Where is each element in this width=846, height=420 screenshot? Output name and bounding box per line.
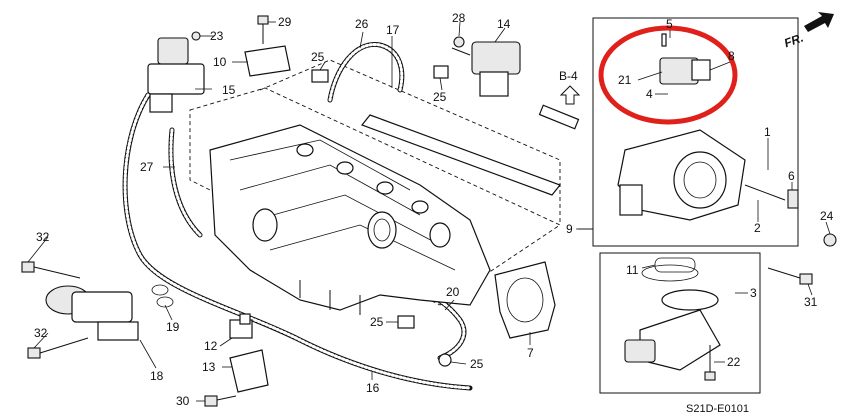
callout-17: 17 bbox=[386, 23, 400, 37]
iac-valve bbox=[45, 285, 139, 341]
breather-hose bbox=[327, 42, 405, 103]
callout-18: 18 bbox=[150, 369, 164, 383]
bolt-32b bbox=[27, 337, 89, 359]
callout-22: 22 bbox=[727, 355, 741, 369]
callout-24: 24 bbox=[820, 209, 834, 223]
bolt-28 bbox=[453, 36, 465, 48]
view-arrow-icon bbox=[559, 85, 581, 105]
bolt-22 bbox=[704, 345, 716, 381]
callout-4: 4 bbox=[646, 87, 653, 101]
callout-8: 8 bbox=[728, 49, 735, 63]
callout-23: 23 bbox=[210, 29, 224, 43]
callout-1: 1 bbox=[764, 125, 771, 139]
callout-16: 16 bbox=[366, 381, 380, 395]
callout-26: 26 bbox=[355, 17, 369, 31]
callout-19: 19 bbox=[166, 320, 180, 334]
intake-manifold bbox=[209, 124, 491, 315]
callout-31: 31 bbox=[804, 295, 818, 309]
iac-group-frame bbox=[599, 252, 761, 394]
bolt-31 bbox=[767, 267, 813, 285]
callout-25d: 25 bbox=[470, 357, 484, 371]
front-arrow-icon bbox=[804, 12, 834, 32]
nut-24 bbox=[823, 233, 837, 247]
callout-14: 14 bbox=[497, 17, 511, 31]
callout-21: 21 bbox=[618, 73, 632, 87]
highlight-ellipse bbox=[598, 25, 738, 125]
callout-27: 27 bbox=[140, 160, 154, 174]
leader-lines bbox=[27, 21, 831, 402]
callout-20: 20 bbox=[446, 285, 460, 299]
callout-3: 3 bbox=[750, 286, 757, 300]
callout-9: 9 bbox=[566, 222, 573, 236]
callout-25c: 25 bbox=[370, 315, 384, 329]
callout-15: 15 bbox=[222, 83, 236, 97]
bolt-23 bbox=[191, 31, 201, 41]
bolt-29 bbox=[257, 15, 269, 44]
callout-6: 6 bbox=[788, 169, 795, 183]
clip-25d bbox=[438, 353, 452, 367]
callout-7: 7 bbox=[527, 346, 534, 360]
throttle-body bbox=[617, 129, 786, 221]
tp-sensor bbox=[659, 33, 711, 85]
callout-10: 10 bbox=[213, 55, 227, 69]
bracket-10 bbox=[244, 45, 291, 77]
callout-28: 28 bbox=[452, 11, 466, 25]
callout-30: 30 bbox=[176, 394, 190, 408]
bracket-12 bbox=[229, 313, 253, 339]
fuel-rail bbox=[361, 104, 580, 196]
throttle-gasket bbox=[494, 261, 556, 339]
bolt-32a bbox=[21, 261, 81, 279]
iac-body bbox=[624, 264, 721, 371]
clip-25b bbox=[433, 65, 449, 79]
lower-boundary bbox=[189, 87, 561, 306]
callout-13: 13 bbox=[202, 360, 216, 374]
clip-25a bbox=[311, 69, 329, 83]
callout-32b: 32 bbox=[34, 326, 48, 340]
clip-25c bbox=[397, 315, 415, 329]
callout-11: 11 bbox=[626, 263, 639, 277]
front-label: FR. bbox=[782, 31, 805, 51]
callout-25b: 25 bbox=[433, 90, 447, 104]
egr-control-valve bbox=[147, 37, 205, 113]
throttle-group-frame bbox=[592, 17, 799, 247]
o-ring-19 bbox=[151, 284, 174, 308]
upper-boundary bbox=[259, 59, 561, 225]
diagram-code: S21D-E0101 bbox=[686, 403, 749, 415]
bolt-30 bbox=[204, 395, 237, 407]
sensor-6 bbox=[787, 189, 799, 209]
callout-5: 5 bbox=[666, 17, 673, 31]
callouts: 23 29 26 17 28 14 10 15 25 25 27 32 32 1… bbox=[34, 11, 834, 408]
callout-12: 12 bbox=[204, 339, 218, 353]
callout-2: 2 bbox=[754, 221, 761, 235]
purge-solenoid bbox=[451, 41, 521, 97]
callout-29: 29 bbox=[278, 15, 292, 29]
callout-32a: 32 bbox=[36, 230, 50, 244]
bracket-13 bbox=[229, 349, 269, 393]
callout-25a: 25 bbox=[311, 50, 325, 64]
view-label: B-4 bbox=[559, 69, 578, 83]
